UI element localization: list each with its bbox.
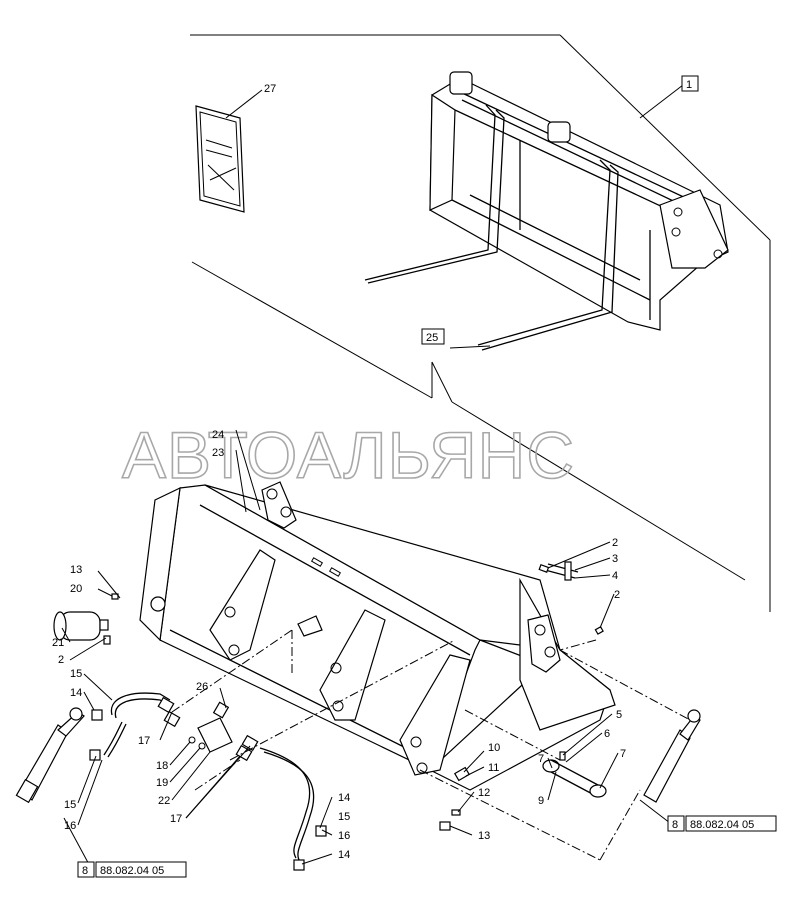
callout-9: 9: [538, 795, 544, 807]
accumulator: [53, 611, 109, 641]
callout-19: 19: [156, 777, 168, 789]
callout-16b: 16: [338, 830, 350, 842]
callout-27: 27: [264, 83, 276, 95]
ref-box-25: 25: [421, 328, 445, 345]
callout-4: 4: [612, 570, 618, 582]
callout-23: 23: [212, 447, 224, 459]
pallet-fork-attachment: [364, 71, 729, 351]
callout-15b: 15: [64, 799, 76, 811]
ref-box-25-label: 25: [426, 332, 438, 344]
callout-leaders: [61, 429, 671, 871]
callout-14b: 14: [338, 792, 350, 804]
callout-15c: 15: [338, 811, 350, 823]
callout-18: 18: [156, 760, 168, 772]
callout-13b: 13: [478, 830, 490, 842]
dash-dot-leaders: [171, 629, 691, 861]
callout-24: 24: [212, 429, 224, 441]
reference-right-index: 8: [672, 819, 678, 831]
callout-3: 3: [612, 553, 618, 565]
callout-16a: 16: [64, 820, 76, 832]
callout-10: 10: [488, 742, 500, 754]
decal-sheet: [195, 89, 263, 213]
callout-17a: 17: [138, 735, 150, 747]
reference-left-code: 88.082.04 05: [100, 865, 164, 877]
watermark: АВТОАЛЬЯНС: [122, 418, 575, 492]
callout-2b: 2: [612, 537, 618, 549]
callout-6: 6: [604, 728, 610, 740]
hydraulic-cylinder-right: [643, 709, 701, 803]
callout-21: 21: [52, 637, 64, 649]
reference-left-index: 8: [82, 865, 88, 877]
loader-bucket: [139, 481, 616, 791]
callout-5: 5: [616, 709, 622, 721]
reference-left: 8 88.082.04 05: [77, 861, 187, 878]
callout-17b: 17: [170, 813, 182, 825]
callout-11: 11: [488, 762, 499, 774]
callout-labels: 27 24 23 13 20 21 2 15 14 15 16 26 17 18…: [52, 83, 626, 861]
reference-right-code: 88.082.04 05: [690, 819, 754, 831]
ref-box-1: 1: [681, 75, 699, 92]
ref-box-1-label: 1: [686, 79, 692, 91]
callout-22: 20: [70, 583, 82, 595]
callout-14c: 14: [338, 849, 350, 861]
callout-15a: 15: [70, 668, 82, 680]
reference-right: 8 88.082.04 05: [667, 815, 777, 832]
hydraulic-hoses: [89, 692, 327, 871]
callout-2c: 2: [614, 589, 620, 601]
callout-7b: 7: [620, 748, 626, 760]
callout-13a: 13: [70, 564, 82, 576]
callout-7a: 7: [538, 753, 544, 765]
hydraulic-cylinder-left: [15, 707, 85, 804]
callout-12: 12: [478, 787, 490, 799]
callout-26: 26: [196, 681, 208, 693]
callout-2a: 2: [58, 654, 64, 666]
upper-group-frame: [190, 34, 771, 612]
callout-14a: 14: [70, 687, 82, 699]
callout-20: 22: [158, 795, 170, 807]
